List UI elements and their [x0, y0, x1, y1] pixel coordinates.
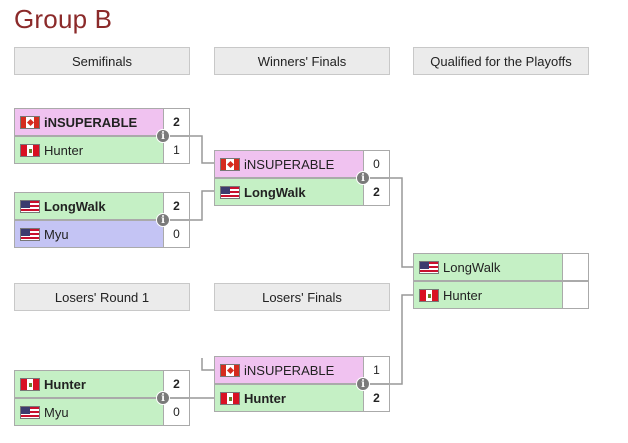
- match-info-icon[interactable]: i: [156, 129, 170, 143]
- player-name: Hunter: [244, 390, 286, 406]
- player-name: iNSUPERABLE: [244, 156, 335, 172]
- player-name: Myu: [44, 404, 69, 420]
- round-header-label: Semifinals: [72, 53, 132, 69]
- player-score: [562, 254, 588, 280]
- round-header-winners-finals: Winners' Finals: [214, 47, 390, 75]
- usa-flag-icon: [419, 260, 439, 274]
- group-title: Group B: [14, 4, 113, 34]
- usa-flag-icon: [20, 199, 40, 213]
- player-name: LongWalk: [443, 259, 501, 275]
- match-info-icon[interactable]: i: [156, 213, 170, 227]
- round-header-losers-round-1: Losers' Round 1: [14, 283, 190, 311]
- match-slot-hunter[interactable]: Hunter: [413, 281, 589, 309]
- match-slot-insuperable[interactable]: iNSUPERABLE 1: [214, 356, 390, 384]
- round-header-label: Losers' Round 1: [54, 289, 150, 305]
- player-name: Myu: [44, 226, 69, 242]
- player-name: Hunter: [44, 142, 84, 158]
- player-score: [562, 282, 588, 308]
- round-header-losers-finals: Losers' Finals: [214, 283, 390, 311]
- player-name: LongWalk: [44, 198, 106, 214]
- player-name: iNSUPERABLE: [44, 114, 138, 130]
- player-name: iNSUPERABLE: [244, 362, 335, 378]
- round-header-label: Qualified for the Playoffs: [430, 53, 572, 69]
- peru-flag-icon: [220, 391, 240, 405]
- round-header-label: Winners' Finals: [257, 53, 347, 69]
- player-name: LongWalk: [244, 184, 306, 200]
- match-slot-longwalk[interactable]: LongWalk: [413, 253, 589, 281]
- usa-flag-icon: [20, 405, 40, 419]
- peru-flag-icon: [419, 288, 439, 302]
- canada-flag-icon: [220, 363, 240, 377]
- player-name: Hunter: [443, 287, 483, 303]
- match-slot-insuperable[interactable]: iNSUPERABLE 2: [14, 108, 190, 136]
- match-info-icon[interactable]: i: [356, 171, 370, 185]
- usa-flag-icon: [220, 185, 240, 199]
- peru-flag-icon: [20, 143, 40, 157]
- round-header-qualified: Qualified for the Playoffs: [413, 47, 589, 75]
- match-info-icon[interactable]: i: [156, 391, 170, 405]
- canada-flag-icon: [220, 157, 240, 171]
- usa-flag-icon: [20, 227, 40, 241]
- connector-drop-in-losers-final: [201, 358, 214, 371]
- player-score: 1: [363, 357, 389, 383]
- player-name: Hunter: [44, 376, 86, 392]
- round-header-label: Losers' Finals: [262, 289, 342, 305]
- match-slot-insuperable[interactable]: iNSUPERABLE 0: [214, 150, 390, 178]
- round-header-semifinals: Semifinals: [14, 47, 190, 75]
- peru-flag-icon: [20, 377, 40, 391]
- match-info-icon[interactable]: i: [356, 377, 370, 391]
- canada-flag-icon: [20, 115, 40, 129]
